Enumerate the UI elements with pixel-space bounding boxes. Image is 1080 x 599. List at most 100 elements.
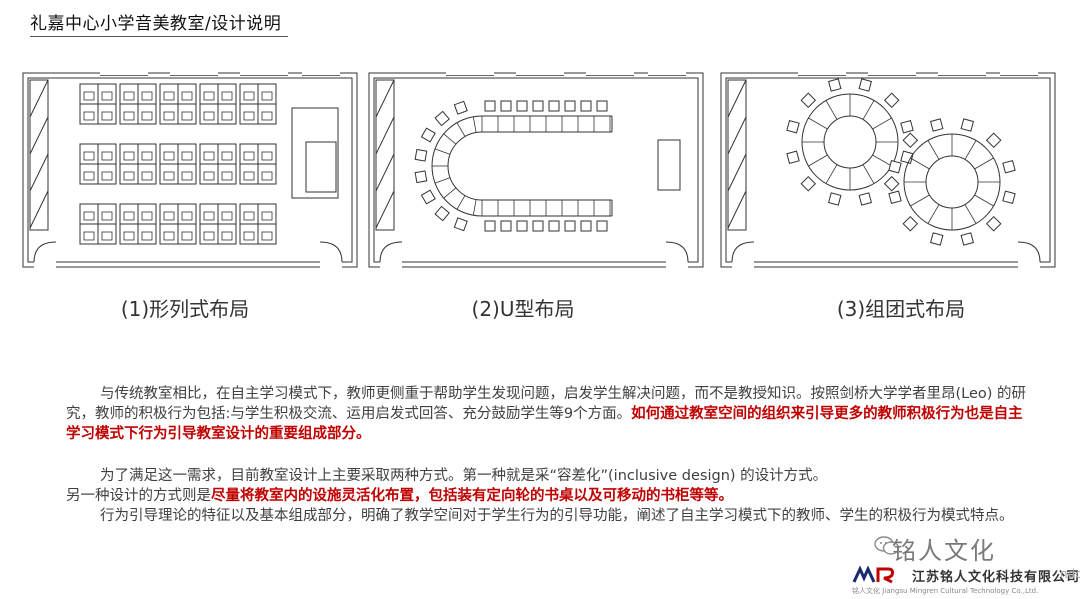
seat xyxy=(243,91,255,101)
chair xyxy=(883,92,900,109)
company-logo-icon xyxy=(852,566,894,584)
seat xyxy=(123,91,135,101)
paragraph-1-text: 与传统教室相比，在自主学习模式下，教师更侧重于帮助学生发现问题，启发学生解决问题… xyxy=(66,386,1027,422)
door-swing xyxy=(379,241,403,263)
seat xyxy=(163,91,175,101)
seat xyxy=(83,111,95,121)
seat xyxy=(261,111,273,121)
seat xyxy=(261,211,273,221)
wechat-icon xyxy=(874,536,900,555)
plan-u-shape-layout xyxy=(366,70,706,270)
seat xyxy=(141,211,153,221)
chair xyxy=(1002,159,1016,174)
seat xyxy=(123,151,135,161)
chair xyxy=(548,220,560,232)
room-inner-wall xyxy=(373,77,699,263)
paragraph-3-highlight: 尽量将教室内的设施灵活化布置，包括装有定向轮的书桌以及可移动的书柜等等。 xyxy=(211,488,733,504)
round-table-inner xyxy=(823,115,877,169)
seat xyxy=(141,111,153,121)
seat xyxy=(243,111,255,121)
seat xyxy=(221,171,233,181)
seat xyxy=(101,171,113,181)
bookshelf xyxy=(29,79,49,231)
teacher-platform xyxy=(291,107,339,199)
chair xyxy=(548,100,560,112)
seat xyxy=(101,231,113,241)
chair xyxy=(484,100,496,112)
seat xyxy=(83,171,95,181)
door-swing xyxy=(319,241,343,263)
room-inner-wall xyxy=(725,77,1051,263)
floor-plan-drawing xyxy=(368,71,704,269)
company-name: 江苏铭人文化科技有限公司 xyxy=(912,570,1080,585)
chair xyxy=(453,100,468,115)
seat xyxy=(83,91,95,101)
cut-off-text: ndo xyxy=(1060,567,1080,581)
chair xyxy=(929,118,944,132)
seat xyxy=(123,111,135,121)
seat xyxy=(203,231,215,241)
chair xyxy=(827,192,842,206)
seat xyxy=(141,151,153,161)
seat xyxy=(83,231,95,241)
paragraph-2-text: 为了满足这一需求，目前教室设计上主要采取两种方式。第一种就是采“容差化”(inc… xyxy=(100,468,828,484)
door-swing xyxy=(665,241,689,263)
lectern xyxy=(305,141,337,193)
seat xyxy=(123,171,135,181)
chair xyxy=(596,220,608,232)
chair xyxy=(888,190,902,205)
chair xyxy=(1002,190,1016,205)
seat xyxy=(123,231,135,241)
chair xyxy=(434,110,450,127)
seat xyxy=(163,171,175,181)
chair xyxy=(484,220,496,232)
seat xyxy=(101,91,113,101)
door-swing xyxy=(731,241,755,263)
paragraph-1: 与传统教室相比，在自主学习模式下，教师更侧重于帮助学生发现问题，启发学生解决问题… xyxy=(66,384,1036,444)
chair xyxy=(420,127,436,143)
chair xyxy=(960,232,975,246)
seat xyxy=(221,111,233,121)
paragraph-1-highlight: 如何通过教室空间的组织来引导更多的教师积极行为也是自主学习模式下行为引导教室设计… xyxy=(66,406,1023,442)
seat xyxy=(181,91,193,101)
seat xyxy=(123,211,135,221)
chair xyxy=(516,100,528,112)
page-title: 礼嘉中心小学音美教室/设计说明 xyxy=(30,14,282,34)
chair xyxy=(786,119,800,134)
seat xyxy=(261,91,273,101)
seat xyxy=(181,231,193,241)
seat xyxy=(141,171,153,181)
seat xyxy=(221,91,233,101)
seat xyxy=(243,171,255,181)
chair xyxy=(414,170,428,184)
seat xyxy=(221,231,233,241)
seat xyxy=(261,171,273,181)
door-swing xyxy=(33,241,57,263)
chair xyxy=(985,132,1002,149)
chair xyxy=(827,78,842,92)
company-subtitle: 铭人文化 Jiangsu Mingren Cultural Technology… xyxy=(852,587,1039,595)
bookshelf xyxy=(375,79,395,231)
seat xyxy=(181,171,193,181)
seat xyxy=(221,151,233,161)
paragraph-2: 为了满足这一需求，目前教室设计上主要采取两种方式。第一种就是采“容差化”(inc… xyxy=(66,466,1036,486)
chair xyxy=(960,118,975,132)
room-outline xyxy=(22,72,358,268)
chair xyxy=(516,220,528,232)
room-inner-wall xyxy=(27,77,353,263)
chair xyxy=(500,220,512,232)
chair xyxy=(596,100,608,112)
paragraph-3: 另一种设计的方式则是尽量将教室内的设施灵活化布置，包括装有定向轮的书桌以及可移动… xyxy=(66,486,1036,506)
chair xyxy=(532,100,544,112)
caption-row-column: (1)形列式布局 xyxy=(120,297,250,321)
chair xyxy=(985,215,1002,232)
plan-row-column-layout xyxy=(20,70,360,270)
seat xyxy=(203,111,215,121)
lectern xyxy=(657,139,681,191)
chair xyxy=(858,192,873,206)
chair xyxy=(902,215,919,232)
seat xyxy=(163,151,175,161)
paragraph-3-text: 另一种设计的方式则是 xyxy=(66,488,211,504)
paragraph-4-text: 行为引导理论的特征以及基本组成部分，明确了教学空间对于学生行为的引导功能，阐述了… xyxy=(100,508,1014,524)
seat xyxy=(181,151,193,161)
